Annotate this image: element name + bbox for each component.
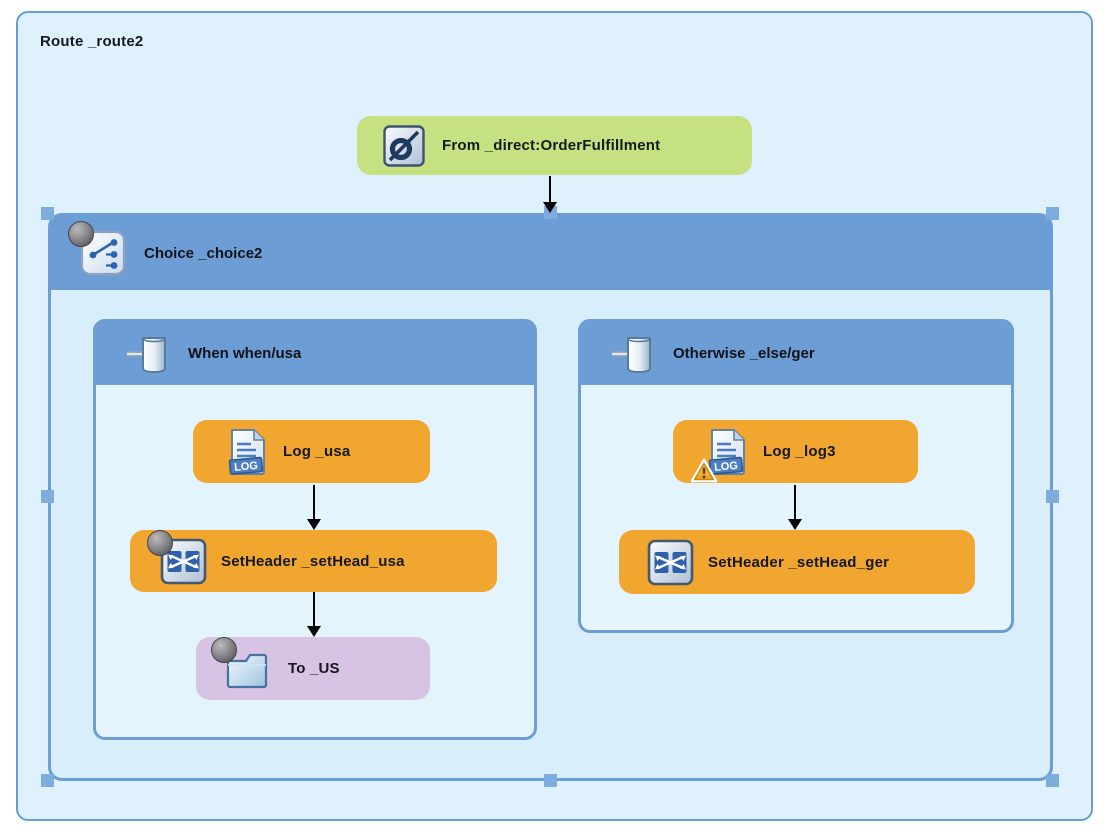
folder-icon: [211, 636, 274, 691]
from-label: From _direct:OrderFulfillment: [442, 137, 661, 154]
arrowhead-icon: [788, 519, 802, 530]
node-log-usa[interactable]: LOG Log _usa: [193, 420, 430, 483]
breakpoint-dot: [147, 529, 173, 556]
breakpoint-dot: [68, 221, 94, 247]
selection-handle-top-right[interactable]: [1046, 207, 1059, 220]
choice-header[interactable]: Choice _choice2: [51, 216, 1050, 290]
log-document-icon: LOG: [690, 427, 749, 482]
log-log3-label: Log _log3: [763, 443, 836, 460]
selection-handle-bottom-right[interactable]: [1046, 774, 1059, 787]
otherwise-label: Otherwise _else/ger: [673, 345, 815, 362]
route-title: Route _route2: [40, 33, 144, 50]
node-from[interactable]: From _direct:OrderFulfillment: [357, 116, 752, 175]
warning-icon: [690, 458, 718, 484]
connection-arrow-log-setheader-usa[interactable]: [307, 485, 321, 530]
breakpoint-dot: [211, 636, 237, 663]
arrowhead-icon: [543, 202, 557, 213]
selection-handle-top-left[interactable]: [41, 207, 54, 220]
selection-handle-bottom-center[interactable]: [544, 774, 557, 787]
selection-handle-bottom-left[interactable]: [41, 774, 54, 787]
connection-arrow-setheader-to-us[interactable]: [307, 592, 321, 637]
when-label: When when/usa: [188, 345, 302, 362]
to-us-label: To _US: [288, 660, 340, 677]
setheader-usa-label: SetHeader _setHead_usa: [221, 552, 405, 570]
arrowhead-icon: [307, 519, 321, 530]
setheader-ger-label: SetHeader _setHead_ger: [708, 553, 890, 571]
transform-icon: [647, 539, 694, 586]
choice-label: Choice _choice2: [144, 244, 263, 262]
log-document-icon: LOG: [223, 427, 269, 477]
endpoint-icon: [383, 124, 425, 167]
choice-switch-icon: [68, 221, 126, 276]
node-to-us[interactable]: To _US: [196, 636, 430, 700]
arrowhead-icon: [307, 626, 321, 637]
selection-handle-middle-left[interactable]: [41, 490, 54, 503]
node-setheader-usa[interactable]: SetHeader _setHead_usa: [130, 529, 497, 592]
otherwise-header[interactable]: Otherwise _else/ger: [581, 322, 1011, 385]
expression-cylinder-icon: [611, 331, 657, 377]
selection-handle-middle-right[interactable]: [1046, 490, 1059, 503]
log-badge-text: LOG: [714, 459, 739, 473]
connection-arrow-from-choice[interactable]: [543, 176, 557, 213]
log-usa-label: Log _usa: [283, 443, 351, 460]
node-setheader-ger[interactable]: SetHeader _setHead_ger: [619, 530, 975, 594]
expression-cylinder-icon: [126, 331, 172, 377]
connection-arrow-log3-setheader-ger[interactable]: [788, 485, 802, 530]
log-badge-text: LOG: [234, 459, 259, 473]
when-header[interactable]: When when/usa: [96, 322, 534, 385]
node-log-log3[interactable]: LOG Log _log3: [673, 420, 918, 483]
transform-icon: [147, 529, 207, 585]
